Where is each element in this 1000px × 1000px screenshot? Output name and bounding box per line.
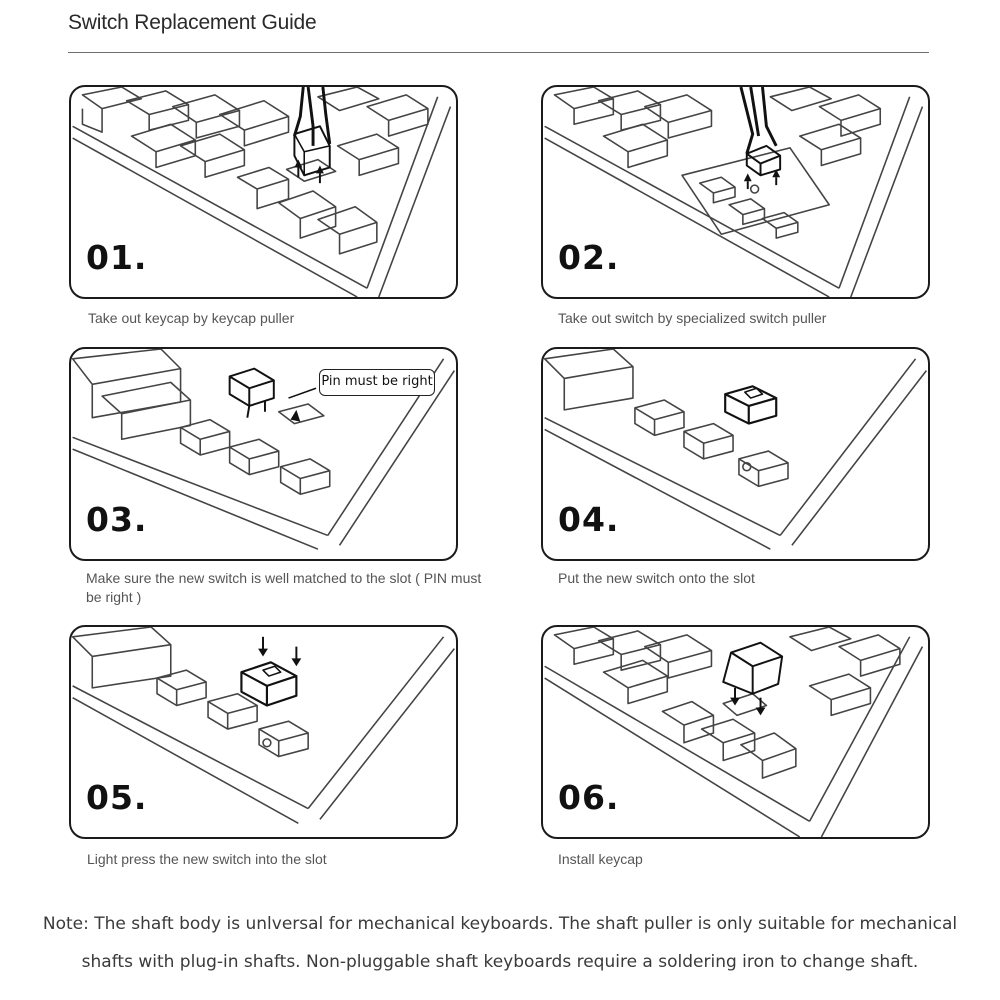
step-3-caption: Make sure the new switch is well matched…	[86, 570, 482, 605]
step-1-panel: 01.	[69, 85, 458, 299]
step-4-number: 04.	[558, 500, 620, 539]
step-5-number: 05.	[86, 778, 148, 817]
step-4-caption: Put the new switch onto the slot	[558, 570, 755, 586]
step-6-caption: Install keycap	[558, 851, 643, 867]
step-4-panel: 04.	[541, 347, 930, 561]
step-4-illustration	[543, 349, 927, 550]
step-1-number: 01.	[86, 238, 148, 277]
title-divider	[68, 52, 929, 53]
step-2-caption: Take out switch by specialized switch pu…	[558, 310, 827, 326]
note-line-2: shafts with plug-in shafts. Non-pluggabl…	[81, 952, 919, 972]
pin-callout: Pin must be right	[319, 369, 435, 396]
step-3-illustration	[71, 349, 456, 550]
step-5-caption: Light press the new switch into the slot	[87, 851, 327, 867]
step-6-panel: 06.	[541, 625, 930, 839]
step-6-number: 06.	[558, 778, 620, 817]
compatibility-note: Note: The shaft body is unlversal for me…	[0, 905, 1000, 981]
step-3-panel: Pin must be right 03.	[69, 347, 458, 561]
step-5-panel: 05.	[69, 625, 458, 839]
step-5-illustration	[71, 627, 455, 824]
step-6-illustration	[544, 627, 924, 837]
step-2-number: 02.	[558, 238, 620, 277]
page-title: Switch Replacement Guide	[68, 11, 317, 34]
step-2-illustration	[544, 87, 924, 297]
step-1-caption: Take out keycap by keycap puller	[88, 310, 295, 326]
note-line-1: Note: The shaft body is unlversal for me…	[42, 914, 958, 934]
step-2-panel: 02.	[541, 85, 930, 299]
step-3-number: 03.	[86, 500, 148, 539]
step-1-illustration	[72, 87, 452, 297]
